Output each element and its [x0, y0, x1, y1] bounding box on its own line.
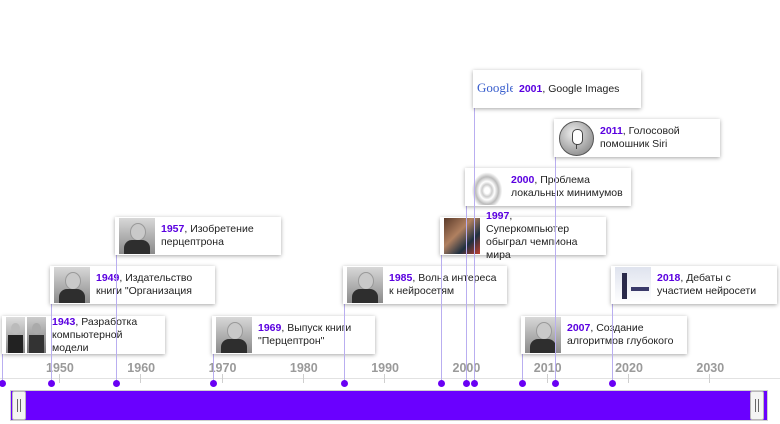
- axis-tick-label: 2030: [696, 361, 725, 375]
- event-card[interactable]: Google 2001, Google Images: [473, 70, 641, 108]
- event-description: 2011, Голосовой помошник Siri: [600, 125, 712, 151]
- event-description: 2001, Google Images: [519, 83, 619, 96]
- event-title: , Проблема локальных минимумов: [511, 174, 623, 199]
- portrait-thumbnail: [216, 317, 252, 353]
- event-card[interactable]: 1997, Суперкомпьютер обыграл чемпиона ми…: [440, 210, 606, 261]
- portrait-pair-thumbnail: [6, 317, 46, 353]
- timeline-scrollbar[interactable]: [10, 390, 768, 421]
- event-marker-dot[interactable]: [552, 380, 559, 387]
- event-title: , Google Images: [542, 82, 620, 95]
- event-title: , Изобретение перцептрона: [161, 223, 254, 248]
- event-title: , Волна интереса к нейросетям: [389, 272, 497, 297]
- axis-tick-mark: [140, 374, 142, 383]
- portrait-thumbnail: [119, 218, 155, 254]
- debate-stage-thumbnail: [615, 267, 651, 303]
- event-marker-dot[interactable]: [48, 380, 55, 387]
- axis-tick-mark: [221, 374, 223, 383]
- event-connector-line: [474, 90, 475, 383]
- event-description: 1943, Разработка компьютерной модели: [52, 316, 157, 355]
- event-year: 1943: [52, 315, 76, 328]
- event-description: 2000, Проблема локальных минимумов: [511, 174, 623, 200]
- event-title: , Дебаты с участием нейросети: [657, 272, 757, 297]
- google-logo-text: Google: [477, 80, 513, 95]
- event-year: 1957: [161, 223, 185, 235]
- event-description: 1997, Суперкомпьютер обыграл чемпиона ми…: [486, 210, 598, 262]
- event-card[interactable]: 1943, Разработка компьютерной модели: [2, 316, 165, 354]
- event-connector-line: [441, 237, 442, 383]
- axis-tick-label: 1980: [289, 361, 318, 375]
- event-card[interactable]: 1969, Выпуск книги "Перцептрон": [212, 316, 375, 354]
- axis-tick-label: 1970: [208, 361, 237, 375]
- event-connector-line: [213, 336, 214, 383]
- event-title: , Суперкомпьютер обыграл чемпиона мира: [486, 210, 578, 261]
- event-year: 2018: [657, 272, 681, 284]
- event-connector-line: [2, 336, 3, 383]
- scrollbar-left-grip[interactable]: [12, 391, 26, 420]
- event-title: , Выпуск книги "Перцептрон": [258, 322, 352, 347]
- event-title: , Голосовой помошник Siri: [600, 125, 680, 150]
- axis-tick-mark: [384, 374, 386, 383]
- portrait-thumbnail: [54, 267, 90, 303]
- event-connector-line: [51, 286, 52, 383]
- event-description: 1949, Издательство книги "Организация: [96, 272, 207, 298]
- event-description: 2007, Создание алгоритмов глубокого: [567, 322, 679, 348]
- event-year: 1985: [389, 272, 413, 284]
- axis-tick-mark: [59, 374, 60, 383]
- event-marker-dot[interactable]: [609, 380, 616, 387]
- event-year: 1949: [96, 272, 120, 284]
- event-description: 1969, Выпуск книги "Перцептрон": [258, 322, 367, 348]
- axis-tick-label: 2010: [533, 361, 562, 375]
- event-card[interactable]: 1985, Волна интереса к нейросетям: [343, 266, 507, 304]
- event-description: 1957, Изобретение перцептрона: [161, 223, 273, 249]
- event-marker-dot[interactable]: [0, 380, 6, 387]
- axis-tick-label: 1990: [371, 361, 399, 375]
- event-card[interactable]: 2007, Создание алгоритмов глубокого: [521, 316, 687, 354]
- event-marker-dot[interactable]: [438, 380, 445, 387]
- axis-tick-label: 1960: [127, 361, 156, 375]
- event-card[interactable]: 1949, Издательство книги "Организация: [50, 266, 215, 304]
- event-card[interactable]: 2011, Голосовой помошник Siri: [554, 119, 720, 157]
- event-year: 2007: [567, 322, 591, 334]
- axis-tick-label: 2020: [615, 361, 643, 375]
- event-title: , Создание алгоритмов глубокого: [567, 322, 674, 347]
- time-axis-line: [0, 378, 780, 379]
- event-marker-dot[interactable]: [471, 380, 478, 387]
- axis-tick-mark: [302, 374, 304, 383]
- event-marker-dot[interactable]: [463, 380, 470, 387]
- event-marker-dot[interactable]: [113, 380, 120, 387]
- event-marker-dot[interactable]: [341, 380, 348, 387]
- event-year: 2001: [519, 82, 543, 95]
- event-description: 1985, Волна интереса к нейросетям: [389, 272, 499, 298]
- event-year: 1997: [486, 210, 510, 222]
- event-card[interactable]: 1957, Изобретение перцептрона: [115, 217, 281, 255]
- event-marker-dot[interactable]: [519, 380, 526, 387]
- event-title: , Разработка компьютерной модели: [52, 315, 138, 354]
- event-connector-line: [522, 336, 523, 383]
- event-connector-line: [466, 188, 467, 383]
- event-card[interactable]: 2000, Проблема локальных минимумов: [465, 168, 631, 206]
- event-card[interactable]: 2018, Дебаты с участием нейросети: [611, 266, 777, 304]
- siri-microphone-thumbnail: [558, 120, 594, 156]
- event-year: 2000: [511, 174, 535, 186]
- google-logo-thumbnail: Google: [477, 71, 513, 107]
- axis-tick-mark: [709, 374, 711, 383]
- event-connector-line: [612, 286, 613, 383]
- event-year: 2011: [600, 125, 623, 137]
- surface-plot-thumbnail: [469, 169, 505, 205]
- event-connector-line: [344, 286, 345, 383]
- event-year: 1969: [258, 322, 282, 334]
- axis-tick-mark: [546, 374, 548, 383]
- scrollbar-right-grip[interactable]: [750, 391, 764, 420]
- event-connector-line: [555, 139, 556, 383]
- event-description: 2018, Дебаты с участием нейросети: [657, 272, 769, 298]
- portrait-thumbnail: [347, 267, 383, 303]
- axis-tick-label: 1950: [46, 361, 74, 375]
- event-marker-dot[interactable]: [210, 380, 217, 387]
- axis-tick-mark: [628, 374, 630, 383]
- event-title: , Издательство книги "Организация: [96, 272, 193, 297]
- event-connector-line: [116, 237, 117, 383]
